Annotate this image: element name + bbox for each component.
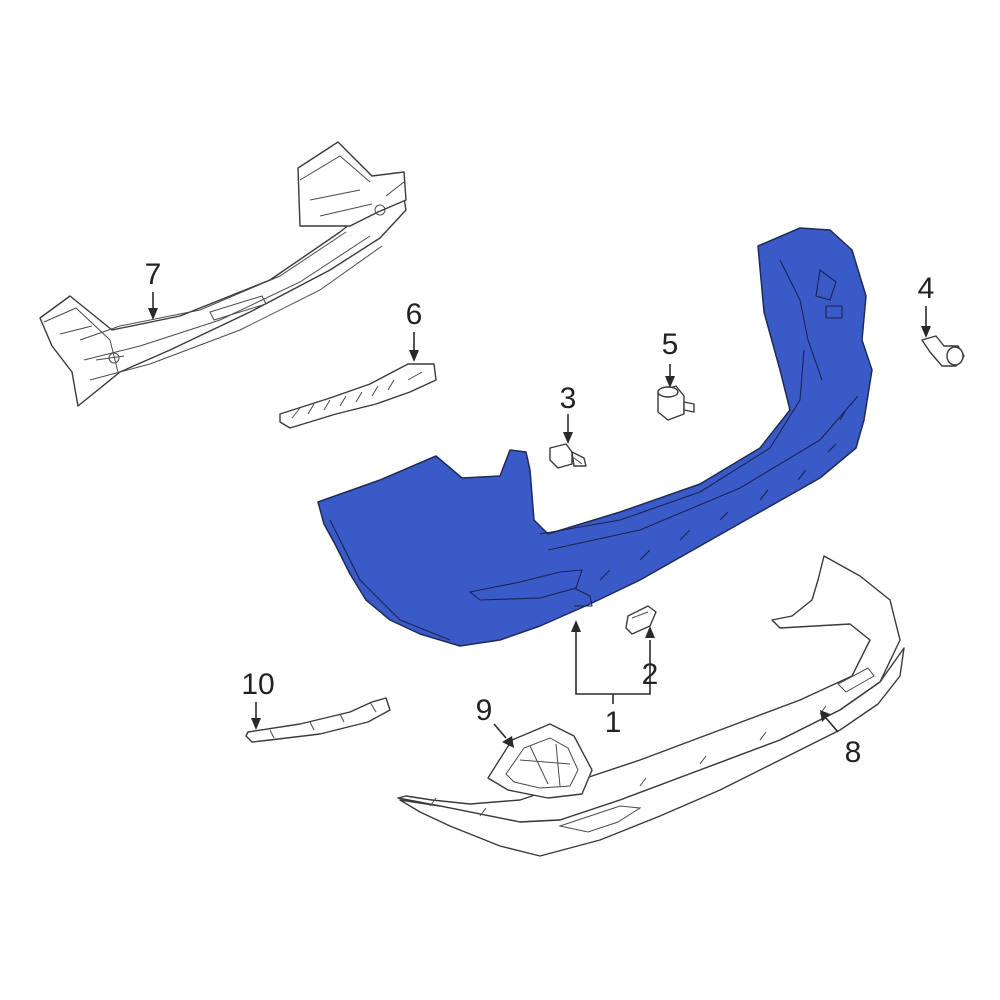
- callout-4[interactable]: 4: [918, 272, 935, 305]
- exhaust-bezel-part[interactable]: [487, 723, 593, 799]
- callout-3[interactable]: 3: [560, 382, 577, 415]
- callout-6[interactable]: 6: [406, 298, 423, 331]
- callout-10[interactable]: 10: [241, 668, 274, 701]
- callout-5[interactable]: 5: [662, 328, 679, 361]
- leader-lines: [148, 292, 931, 748]
- reinforcement-bar-part[interactable]: [39, 141, 407, 407]
- callout-2[interactable]: 2: [642, 658, 659, 691]
- bolt-4-part[interactable]: [921, 335, 965, 367]
- bolt-3-part[interactable]: [549, 443, 587, 469]
- side-bracket-part[interactable]: [279, 363, 437, 429]
- trim-strip-part[interactable]: [245, 697, 391, 743]
- callout-8[interactable]: 8: [845, 736, 862, 769]
- bumper-cover-part[interactable]: [317, 227, 873, 647]
- callout-1[interactable]: 1: [605, 706, 622, 739]
- bumper-cover-shell[interactable]: [317, 227, 873, 647]
- callout-9[interactable]: 9: [476, 694, 493, 727]
- grommet-bolt-part[interactable]: [657, 385, 695, 421]
- callout-7[interactable]: 7: [145, 258, 162, 291]
